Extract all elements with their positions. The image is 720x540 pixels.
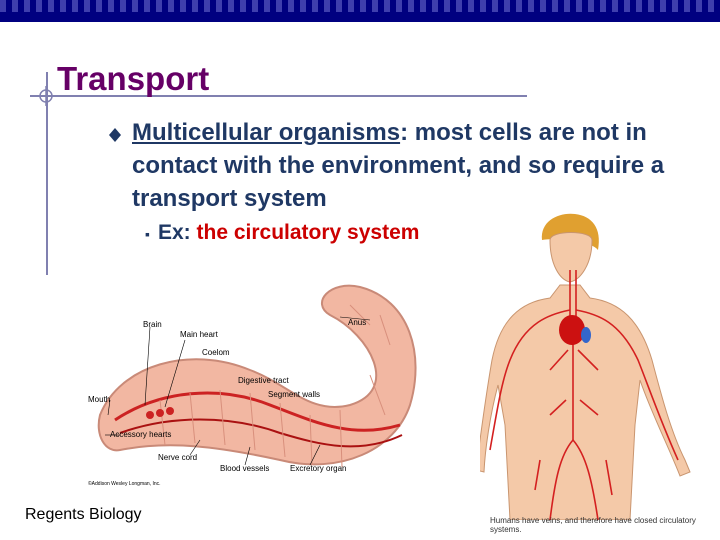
label-coelom: Coelom: [202, 348, 230, 357]
worm-dorsal-vessel: [114, 391, 401, 432]
square-bullet-icon: ▪: [145, 226, 150, 242]
figure-credit: ©Addison Wesley Longman, Inc.: [88, 480, 161, 487]
slide-title: Transport: [57, 60, 210, 97]
earthworm-illustration: Brain Main heart Coelom Anus Digestive t…: [88, 284, 417, 487]
bullet-rest: : most cells are not in contact with the…: [132, 119, 665, 212]
figure-caption: Humans have veins, and therefore have cl…: [490, 516, 696, 534]
footer-label: Regents Biology: [25, 506, 142, 523]
crosshair-icon: [36, 86, 56, 106]
label-excretory-organ: Excretory organ: [290, 464, 346, 473]
label-mouth: Mouth: [88, 395, 110, 404]
banner-pattern: [0, 0, 720, 12]
label-brain: Brain: [143, 320, 162, 329]
main-bullet: Multicellular organisms: most cells are …: [132, 116, 712, 215]
bullet-term: Multicellular organisms: [132, 119, 401, 146]
top-banner: [0, 0, 720, 22]
label-segment-walls: Segment walls: [268, 390, 320, 399]
label-nerve-cord: Nerve cord: [158, 453, 197, 462]
label-anus: Anus: [348, 318, 366, 327]
heart-blue-vessel: [581, 327, 591, 343]
sub-bullet-prefix: Ex:: [157, 221, 191, 244]
heart-shape: [559, 315, 585, 345]
label-accessory-hearts: Accessory hearts: [110, 430, 171, 439]
label-digestive-tract: Digestive tract: [238, 376, 289, 385]
sub-bullet-highlight: the circulatory system: [196, 221, 420, 244]
human-body: [480, 232, 691, 520]
bullet-diamond-icon: [109, 128, 121, 142]
label-blood-vessels: Blood vessels: [220, 464, 269, 473]
worm-ventral-vessel: [119, 418, 403, 448]
title-underline: [30, 95, 527, 97]
left-vertical-rule: [46, 72, 48, 275]
human-circulatory-illustration: [480, 213, 691, 520]
label-main-heart: Main heart: [180, 330, 219, 339]
sub-bullet: ▪ Ex: the circulatory system: [145, 221, 419, 245]
